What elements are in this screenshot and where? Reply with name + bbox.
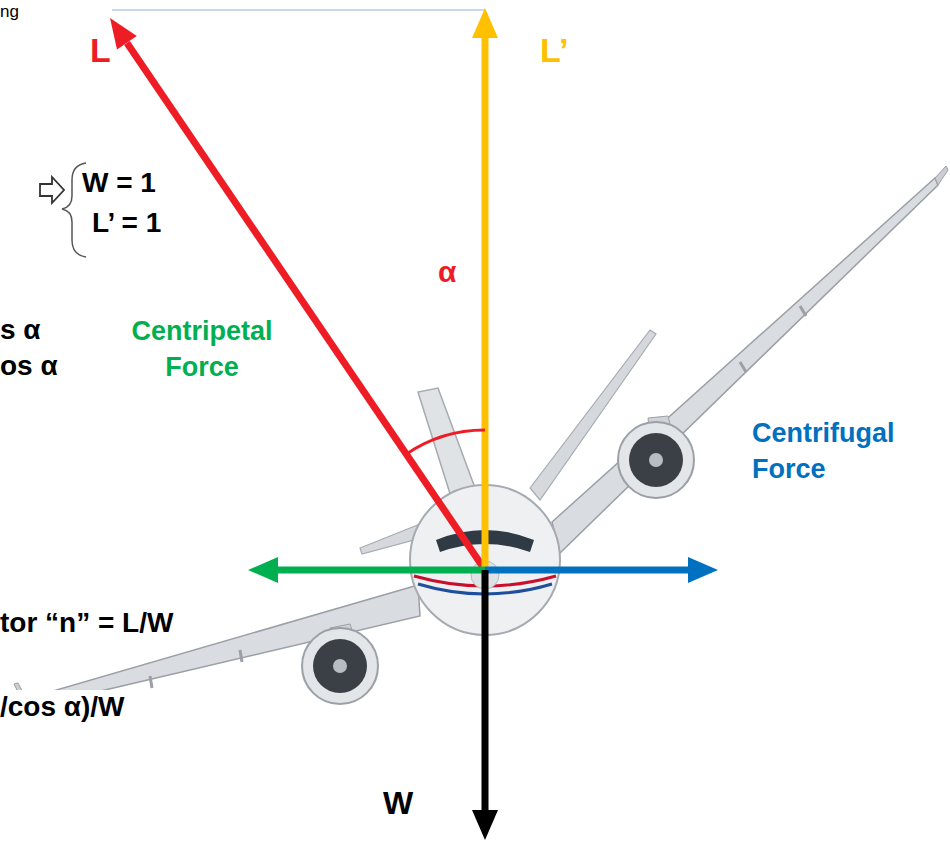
equation-text: L’ = 1 [92, 206, 161, 240]
arrowhead [110, 18, 137, 50]
force-label: L’ [540, 30, 568, 71]
arrowhead [688, 557, 718, 583]
lift-vector [127, 43, 485, 570]
arrowhead [472, 8, 498, 38]
engine-spinner [333, 659, 347, 673]
equation-text: s α [0, 313, 41, 347]
engine [618, 422, 694, 498]
engine-fan [629, 433, 683, 487]
arrowhead [472, 810, 498, 840]
equation-text: /cos α)/W [0, 690, 128, 724]
force-label: W [383, 784, 413, 822]
weight-vector [482, 570, 489, 812]
equation-text: tor “n” = L/W [0, 606, 176, 640]
engine [302, 628, 378, 704]
engine-fan [313, 639, 367, 693]
centripetal-vector [276, 567, 485, 574]
winglet [935, 166, 948, 185]
force-label: L [90, 30, 111, 71]
angle-label: α [438, 254, 456, 290]
force-label: Centrifugal Force [752, 415, 922, 488]
right-wing [552, 178, 938, 553]
arrow-symbol [40, 177, 64, 203]
centrifugal-vector [485, 567, 690, 574]
angle-arc [406, 430, 485, 454]
force-vectors [110, 8, 718, 840]
flap-fairing [150, 306, 806, 688]
engine-spinner [649, 453, 663, 467]
guide-line [112, 9, 485, 10]
vertical-lift-vector [482, 36, 489, 570]
equation-text: W = 1 [82, 166, 156, 200]
force-label: Centripetal Force [122, 313, 282, 386]
arrowhead [248, 557, 278, 583]
partial-heading: ng [0, 2, 19, 22]
equation-text: os α [0, 349, 58, 383]
